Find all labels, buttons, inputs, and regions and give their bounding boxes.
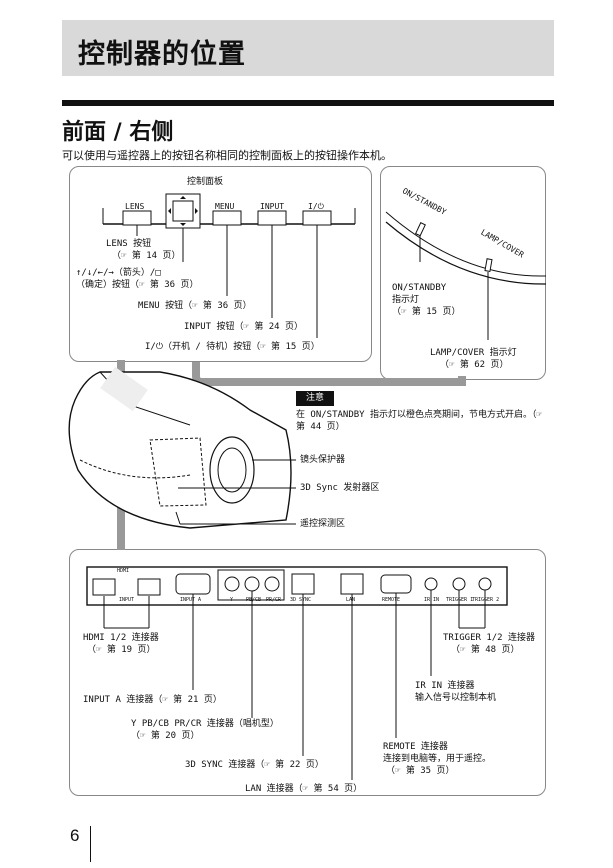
power-button[interactable] (302, 210, 332, 226)
lamp-callout-1: LAMP/COVER 指示灯 (430, 348, 517, 358)
port-label-input-a: INPUT A (180, 597, 202, 603)
remote-sensor-callout: 遥控探测区 (300, 519, 346, 529)
sync-emitter-callout: 3D Sync 发射器区 (300, 483, 380, 493)
right-connector-band (192, 362, 466, 386)
trigger-callout-2: （☞ 第 48 页） (451, 645, 520, 655)
sync3d-callout: 3D SYNC 连接器（☞ 第 22 页） (185, 760, 324, 770)
ypbpr-callout-1: Y PB/CB PR/CR 连接器（唱机型） (131, 719, 279, 729)
lan-port (340, 573, 364, 595)
section-title: 前面 / 右侧 (62, 120, 174, 145)
standby-callout-2: 指示灯 (392, 295, 420, 305)
port-label-hdmi: HDMI (117, 568, 130, 574)
port-label-3dsync: 3D SYNC (290, 597, 312, 603)
lens-button-label: LENS (125, 202, 145, 211)
indicator-box (380, 166, 546, 380)
port-label-lan: LAN (346, 597, 356, 603)
remote-callout-1: REMOTE 连接器 (383, 742, 448, 752)
projector-body (68, 371, 292, 529)
ypbpr-callout-2: （☞ 第 20 页） (131, 731, 200, 741)
trigger2-port (478, 577, 492, 591)
input-button[interactable] (257, 210, 287, 226)
menu-callout: MENU 按钮（☞ 第 36 页） (138, 301, 252, 311)
menu-button-label: MENU (215, 202, 235, 211)
ir-in-callout-2: 输入信号以控制本机 (415, 693, 497, 703)
note-text: 在 ON/STANDBY 指示灯以橙色点亮期间，节电方式开启。（☞ 第 44 页… (296, 410, 542, 432)
hdmi-callout-2: （☞ 第 19 页） (87, 645, 156, 655)
power-button-label: I/⏻ (308, 202, 324, 211)
arrows-callout-1: ↑/↓/←/→（箭头）/□ (76, 268, 161, 278)
hdmi-callout-1: HDMI 1/2 连接器 (83, 633, 159, 643)
port-label-trigger1: TRIGGER 1 (446, 597, 474, 603)
port-label-y: Y (230, 597, 234, 603)
port-label-ir-in: IR IN (424, 597, 440, 603)
section-rule (62, 100, 554, 106)
trigger1-port (452, 577, 466, 591)
control-panel-box (69, 166, 372, 362)
lens-callout-1: LENS 按钮 (106, 239, 152, 249)
remote-callout-2: 连接到电脑等，用于遥控。 (383, 754, 492, 764)
lan-callout: LAN 连接器（☞ 第 54 页） (245, 784, 363, 794)
lens-button[interactable] (122, 210, 152, 226)
y-port (224, 576, 240, 592)
trigger-callout-1: TRIGGER 1/2 连接器 (443, 633, 536, 643)
port-label-pr: PR/CR (266, 597, 282, 603)
standby-callout-3: （☞ 第 15 页） (392, 307, 461, 317)
header-bar (62, 20, 554, 76)
page-number-rule (90, 826, 91, 862)
hdmi1-port (92, 578, 116, 596)
pb-port (244, 576, 260, 592)
port-label-remote: REMOTE (382, 597, 401, 603)
remote-port (380, 574, 412, 594)
port-label-trigger2: TRIGGER 2 (472, 597, 500, 603)
remote-callout-3: （☞ 第 35 页） (386, 766, 455, 776)
lens-cover-callout: 镜头保护器 (300, 455, 346, 465)
sync3d-port (291, 573, 315, 595)
ir-in-callout-1: IR IN 连接器 (415, 681, 475, 691)
input-a-callout: INPUT A 连接器（☞ 第 21 页） (83, 695, 222, 705)
menu-button[interactable] (212, 210, 242, 226)
pr-port (264, 576, 280, 592)
intro-text: 可以使用与遥控器上的按钮名称相同的控制面板上的按钮操作本机。 (62, 149, 392, 162)
input-a-port (175, 573, 211, 595)
lamp-callout-2: （☞ 第 62 页） (440, 360, 509, 370)
power-callout: I/⏻（开机 / 待机）按钮（☞ 第 15 页） (145, 342, 320, 352)
ir-in-port (424, 577, 438, 591)
page-number: 6 (70, 826, 80, 845)
port-label-pb: PB/CB (246, 597, 262, 603)
standby-callout-1: ON/STANDBY (392, 283, 447, 293)
input-button-label: INPUT (260, 202, 285, 211)
hdmi2-port (137, 578, 161, 596)
control-panel-title: 控制面板 (187, 177, 224, 187)
port-label-input: INPUT (119, 597, 135, 603)
note-tag: 注意 (296, 391, 334, 406)
arrows-callout-2: （确定）按钮（☞ 第 36 页） (76, 280, 199, 290)
input-callout: INPUT 按钮（☞ 第 24 页） (184, 322, 304, 332)
page-title: 控制器的位置 (78, 39, 246, 70)
lens-callout-2: （☞ 第 14 页） (112, 251, 181, 261)
